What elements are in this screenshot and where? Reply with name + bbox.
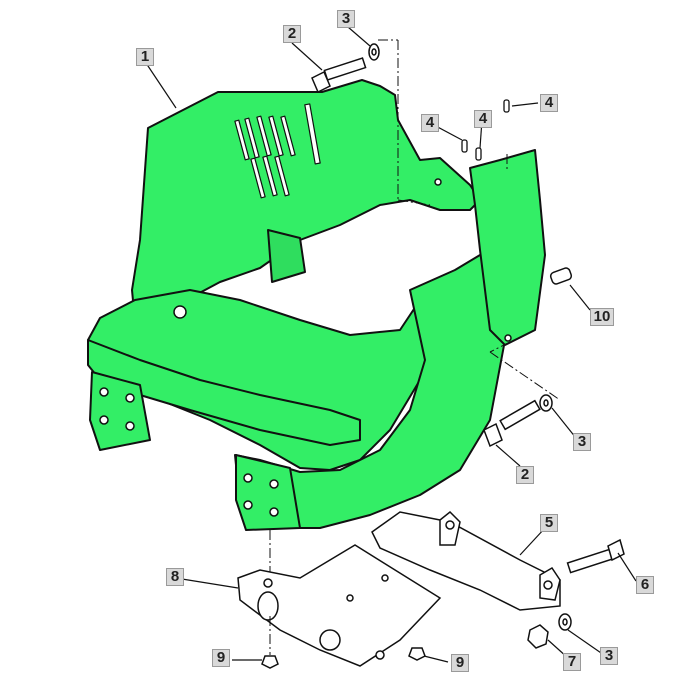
center-lines (269, 39, 561, 655)
callout-4-right: 4 (540, 94, 558, 112)
callout-4-left: 4 (421, 114, 439, 132)
callout-8: 8 (166, 568, 184, 586)
pins (461, 99, 510, 161)
callout-1: 1 (136, 48, 154, 66)
frame-mount-holes (99, 178, 512, 517)
callout-3-lower: 3 (600, 647, 618, 665)
bolt-upper (311, 57, 367, 94)
bushing (549, 267, 573, 285)
callout-3-upper: 3 (337, 10, 355, 28)
frame-slots (234, 103, 321, 199)
callout-5: 5 (540, 514, 558, 532)
bracket-left (237, 544, 442, 667)
callout-2-upper: 2 (283, 25, 301, 43)
frame-lower-mount (235, 454, 301, 531)
washer-middle (539, 394, 553, 412)
callout-9-right: 9 (451, 654, 469, 672)
callout-7: 7 (563, 653, 581, 671)
callout-3-middle: 3 (573, 433, 591, 451)
bolt-lower (483, 399, 541, 448)
callout-4-middle: 4 (474, 110, 492, 128)
bolt-long (566, 538, 625, 574)
screws (261, 647, 426, 669)
frame-right-tower (469, 149, 546, 346)
washer-lower (558, 613, 572, 631)
callout-2-lower: 2 (516, 466, 534, 484)
callout-10: 10 (590, 308, 614, 326)
frame-inner-plate (267, 229, 306, 283)
nut (527, 624, 549, 649)
washer-upper (368, 43, 380, 61)
bracket-right (371, 510, 561, 611)
callout-9-left: 9 (212, 649, 230, 667)
front-frame (87, 79, 546, 531)
callout-6: 6 (636, 576, 654, 594)
